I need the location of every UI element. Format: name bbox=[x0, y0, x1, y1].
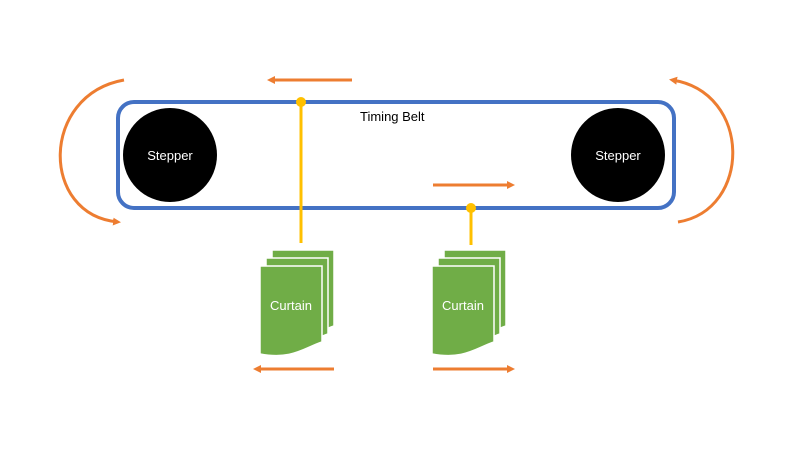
stepper-right: Stepper bbox=[571, 108, 665, 202]
curtain-right: Curtain bbox=[431, 249, 507, 357]
rotation-arrow-right bbox=[669, 76, 735, 224]
timing-belt bbox=[116, 100, 676, 210]
stepper-left: Stepper bbox=[123, 108, 217, 202]
curtain-left: Curtain bbox=[259, 249, 335, 357]
curtain-left-label: Curtain bbox=[270, 298, 312, 313]
rod-left bbox=[296, 97, 306, 243]
curtain-right-label: Curtain bbox=[442, 298, 484, 313]
stepper-right-label: Stepper bbox=[595, 148, 641, 163]
rotation-arrow-left bbox=[58, 78, 125, 226]
timing-belt-label: Timing Belt bbox=[360, 109, 425, 124]
stepper-left-label: Stepper bbox=[147, 148, 193, 163]
rod-right bbox=[466, 203, 476, 245]
